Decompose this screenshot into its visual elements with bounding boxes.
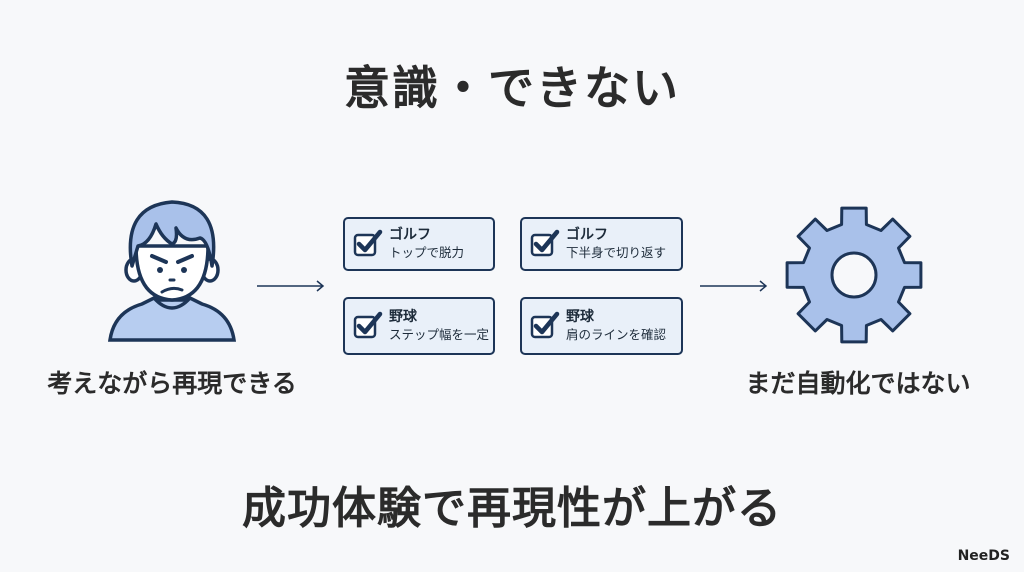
right-label: まだ自動化ではない bbox=[745, 369, 971, 398]
card-tip: 肩のラインを確認 bbox=[566, 327, 667, 342]
checkbox-checked-icon bbox=[353, 311, 383, 339]
slide-title: 意識・できない bbox=[344, 61, 680, 115]
card-tip: 下半身で切り返す bbox=[566, 245, 667, 260]
bottom-message: 成功体験で再現性が上がる bbox=[242, 483, 782, 534]
checklist-card: 野球ステップ幅を一定 bbox=[343, 297, 495, 355]
card-sport: ゴルフ bbox=[389, 227, 431, 243]
checklist-card: 野球肩のラインを確認 bbox=[520, 297, 683, 355]
checkbox-checked-icon bbox=[530, 311, 560, 339]
card-sport: 野球 bbox=[566, 309, 594, 325]
card-tip: トップで脱力 bbox=[389, 245, 465, 260]
card-sport: 野球 bbox=[389, 309, 417, 325]
checkbox-checked-icon bbox=[530, 229, 560, 257]
brand-logo: NeeDS bbox=[957, 548, 1010, 564]
person-icon bbox=[107, 200, 237, 342]
card-tip: ステップ幅を一定 bbox=[389, 327, 490, 342]
checkbox-checked-icon bbox=[353, 229, 383, 257]
left-label: 考えながら再現できる bbox=[47, 369, 297, 398]
card-sport: ゴルフ bbox=[566, 227, 608, 243]
checklist-card: ゴルフトップで脱力 bbox=[343, 217, 495, 271]
gear-icon bbox=[785, 206, 923, 344]
arrow-right-icon bbox=[700, 280, 768, 292]
arrow-right-icon bbox=[257, 280, 325, 292]
checklist-card: ゴルフ下半身で切り返す bbox=[520, 217, 683, 271]
